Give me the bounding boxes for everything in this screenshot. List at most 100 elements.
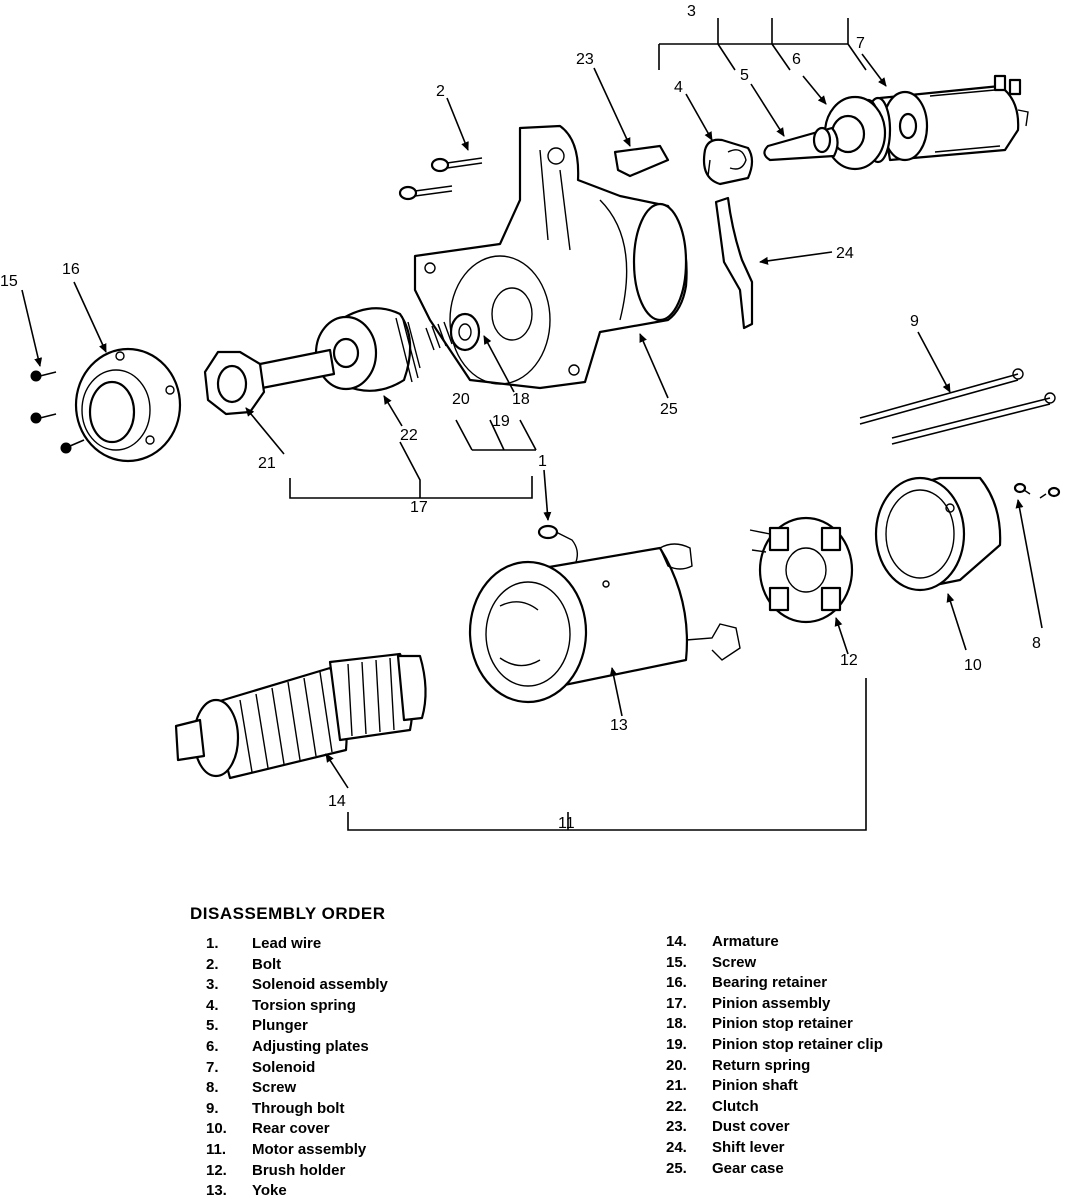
- legend-item: 18. Pinion stop retainer: [666, 1014, 883, 1035]
- callout-1: 1: [538, 453, 547, 470]
- bolt-part: [398, 157, 483, 201]
- legend-number: 13.: [206, 1182, 227, 1200]
- legend-number: 1.: [206, 935, 219, 952]
- torsion-spring-part: [702, 138, 754, 186]
- legend-item: 14.Armature: [666, 932, 883, 953]
- legend-item: 7.Solenoid: [206, 1058, 388, 1079]
- legend-item: 4. Torsion spring: [206, 996, 388, 1017]
- legend-part-name: Solenoid assembly: [252, 976, 388, 994]
- legend-number: 7.: [206, 1058, 219, 1076]
- legend-part-name: Return spring: [712, 1056, 811, 1074]
- legend-part-name: Gear case: [712, 1159, 784, 1177]
- lead-wire-part: [537, 524, 579, 563]
- legend-item: 6.Adjusting plates: [206, 1037, 388, 1058]
- callout-10: 10: [964, 657, 982, 674]
- legend-part-name: Screw: [252, 1079, 297, 1097]
- legend-number: 25.: [666, 1159, 687, 1177]
- gear-case-part: [413, 124, 688, 390]
- callout-18: 18: [512, 391, 530, 408]
- legend-item: 8. Screw: [206, 1078, 388, 1099]
- legend-part-name: Pinion stop retainer: [712, 1015, 853, 1033]
- legend-item: 15.Screw: [666, 953, 883, 974]
- callout-7: 7: [856, 35, 865, 52]
- legend-item: 23. Dust cover: [666, 1117, 883, 1138]
- legend-item: 5.Plunger: [206, 1016, 388, 1037]
- legend-number: 12.: [206, 1161, 227, 1179]
- rear-cover-part: [874, 476, 1002, 592]
- legend-part-name: Clutch: [712, 1097, 759, 1115]
- legend-number: 6.: [206, 1037, 219, 1055]
- legend-number: 3.: [206, 976, 219, 994]
- legend-item: 12. Brush holder: [206, 1161, 388, 1182]
- callout-15: 15: [0, 273, 18, 290]
- legend-part-name: Torsion spring: [252, 996, 356, 1014]
- pinion-stop-retainer-part: [449, 312, 481, 352]
- legend-number: 17.: [666, 994, 687, 1012]
- legend-item: 22. Clutch: [666, 1097, 883, 1118]
- callout-16: 16: [62, 261, 80, 278]
- legend-item: 20.Return spring: [666, 1056, 883, 1077]
- legend-number: 5.: [206, 1017, 219, 1035]
- legend-item: 2.Bolt: [206, 955, 388, 976]
- legend-number: 10.: [206, 1120, 227, 1138]
- legend-item: 13. Yoke: [206, 1181, 388, 1202]
- legend-part-name: Armature: [712, 933, 779, 950]
- legend-number: 18.: [666, 1015, 687, 1033]
- legend-title: DISASSEMBLY ORDER: [190, 904, 386, 923]
- callout-9: 9: [910, 313, 919, 330]
- bearing-retainer-part: [74, 347, 182, 463]
- solenoid-part: [878, 74, 1029, 162]
- screw-part: [30, 370, 85, 454]
- clutch-part: [314, 307, 421, 392]
- callout-17: 17: [410, 499, 428, 516]
- callout-12: 12: [840, 652, 858, 669]
- legend-item: 1. Lead wire: [206, 934, 388, 955]
- legend-part-name: Bearing retainer: [712, 974, 828, 992]
- callout-2: 2: [436, 83, 445, 100]
- callout-4: 4: [674, 79, 683, 96]
- legend-number: 19.: [666, 1035, 687, 1053]
- legend-item: 24. Shift lever: [666, 1138, 883, 1159]
- callout-labels: 1 2 3 4 5 6 7 8 9 10 11 12 13 14 15 16 1…: [0, 3, 1041, 832]
- brush-holder-part: [749, 516, 854, 624]
- legend-number: 24.: [666, 1138, 687, 1156]
- legend-part-name: Pinion stop retainer clip: [712, 1035, 883, 1053]
- legend-part-name: Lead wire: [252, 935, 322, 952]
- legend-number: 15.: [666, 953, 687, 971]
- legend-right-column: 14.Armature 15.Screw 16. Bearing retainer…: [666, 932, 883, 1179]
- callout-5: 5: [740, 67, 749, 84]
- callout-14: 14: [328, 793, 346, 810]
- legend-number: 4.: [206, 996, 219, 1014]
- legend-part-name: Bolt: [252, 955, 282, 973]
- callout-21: 21: [258, 455, 276, 472]
- legend-part-name: Brush holder: [252, 1161, 346, 1179]
- callout-13: 13: [610, 717, 628, 734]
- callout-23: 23: [576, 51, 594, 68]
- rear-screw-part: [1013, 482, 1061, 499]
- legend-item: 19. Pinion stop retainer clip: [666, 1035, 883, 1056]
- legend-item: 25. Gear case: [666, 1159, 883, 1180]
- legend-part-name: Shift lever: [712, 1138, 785, 1156]
- legend-part-name: Yoke: [252, 1182, 287, 1200]
- legend-part-name: Dust cover: [712, 1118, 790, 1136]
- legend-number: 23.: [666, 1118, 687, 1136]
- legend-number: 22.: [666, 1097, 687, 1115]
- callout-8: 8: [1032, 635, 1041, 652]
- armature-part: [174, 652, 427, 780]
- callout-25: 25: [660, 401, 678, 418]
- through-bolt-part: [859, 368, 1056, 445]
- callout-20: 20: [452, 391, 470, 408]
- legend-number: 16.: [666, 974, 687, 992]
- legend-number: 11.: [206, 1140, 227, 1158]
- legend-item: 21.Pinion shaft: [666, 1076, 883, 1097]
- leader-lines: [21, 18, 1043, 831]
- legend-left-column: 1. Lead wire 2.Bolt 3. Solenoid assembly 4…: [206, 934, 388, 1202]
- legend-number: 9.: [206, 1099, 219, 1117]
- legend-part-name: Through bolt: [252, 1099, 345, 1117]
- legend-number: 8.: [206, 1079, 219, 1097]
- shift-lever-part: [714, 196, 754, 330]
- legend-number: 21.: [666, 1077, 687, 1095]
- callout-3: 3: [687, 3, 696, 20]
- callout-24: 24: [836, 245, 854, 262]
- plunger-part: [763, 126, 839, 162]
